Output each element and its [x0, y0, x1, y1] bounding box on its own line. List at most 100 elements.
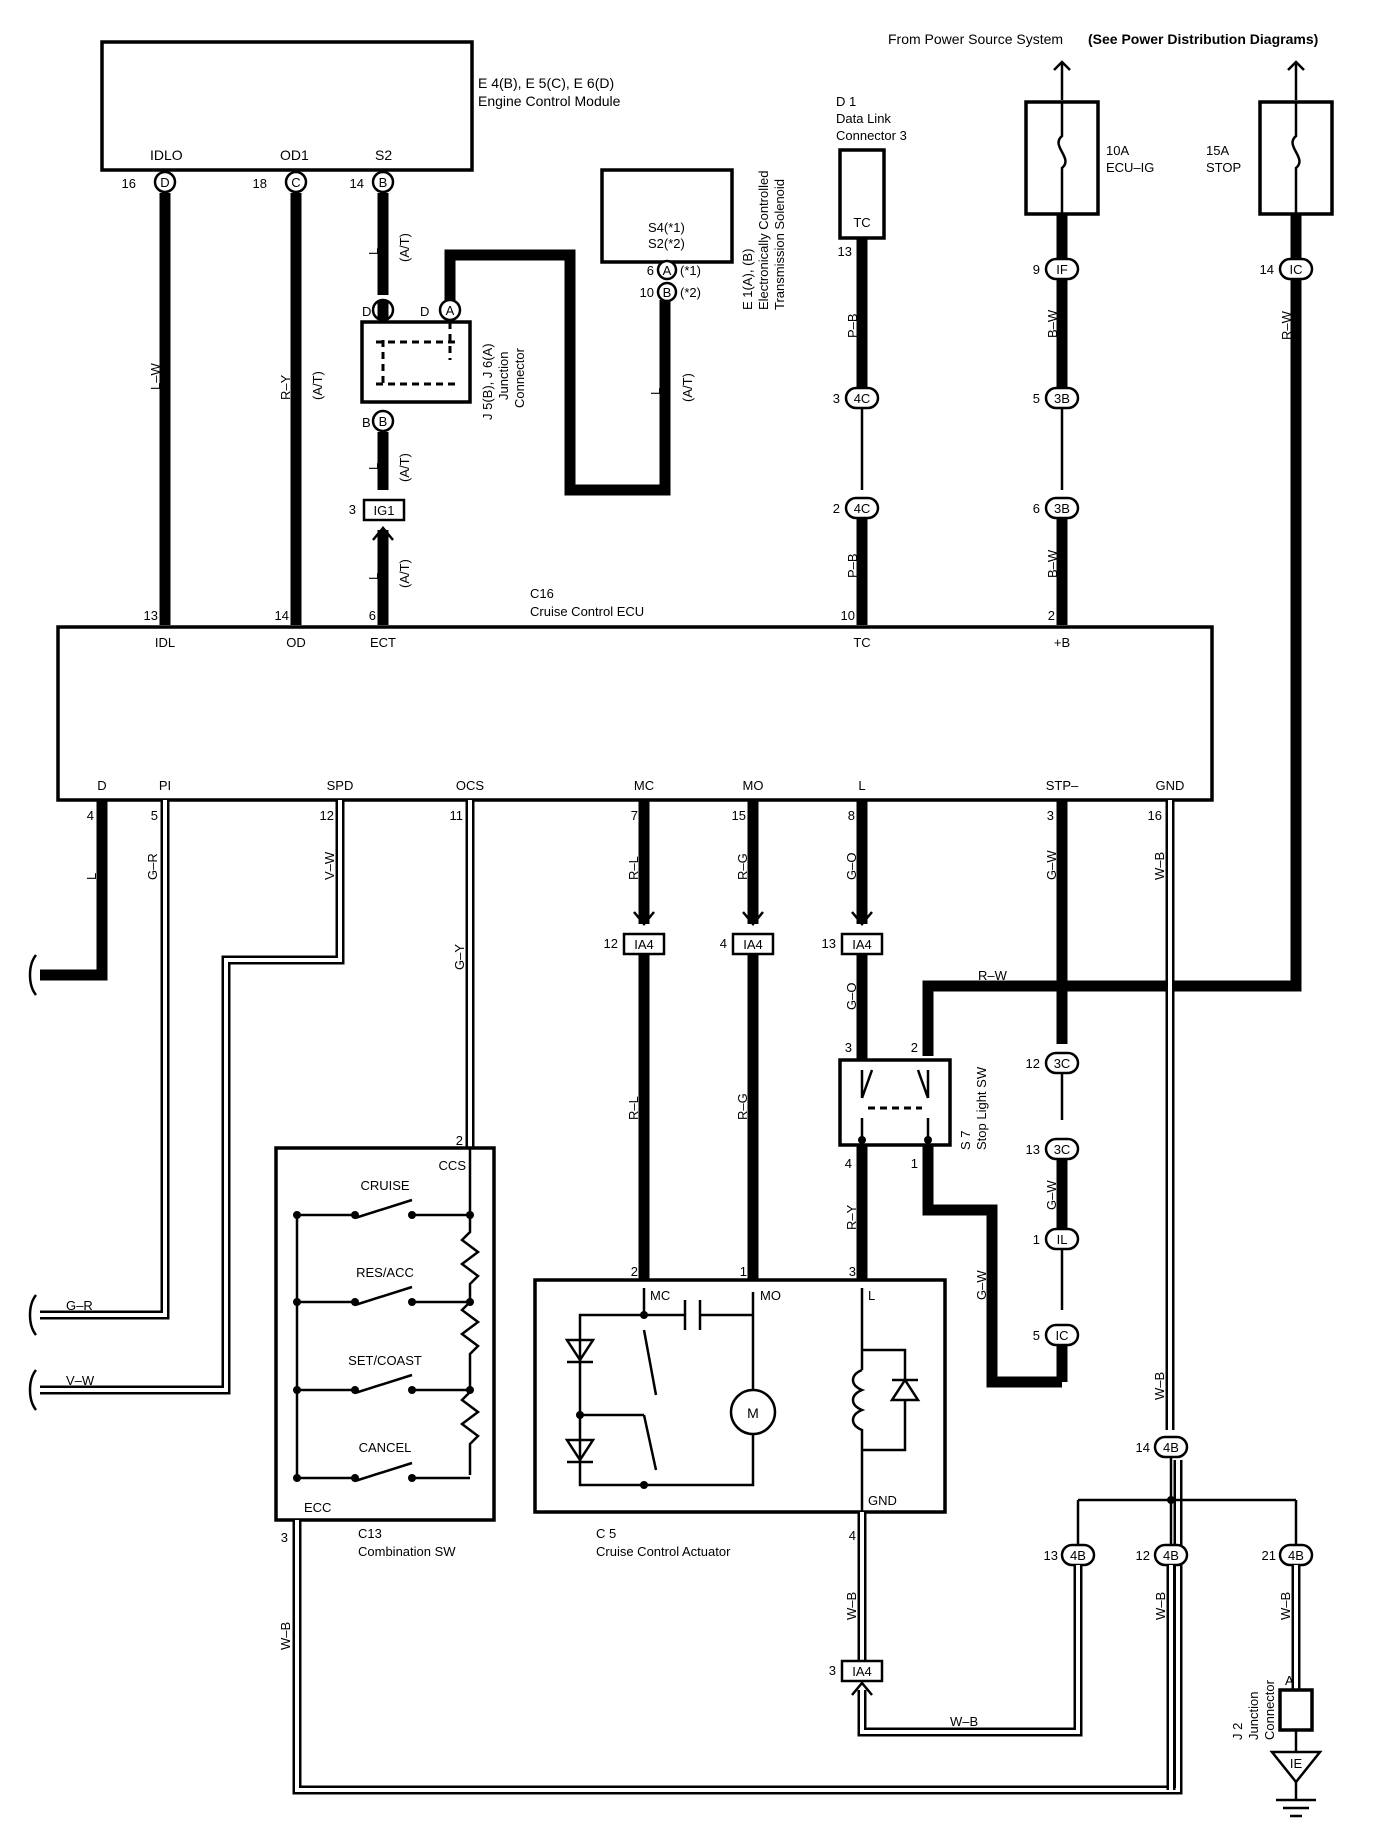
- solenoid-conn-b: 10 B (*2): [640, 281, 701, 303]
- conn-4b-13: 13 4B: [1044, 1543, 1096, 1567]
- switch-res-acc: [297, 1285, 470, 1307]
- actuator-pin-mo-num: 1: [740, 1264, 747, 1279]
- svg-text:12: 12: [1026, 1056, 1040, 1071]
- combo-sw-id: C13: [358, 1526, 382, 1541]
- solenoid-id: E 1(A), (B): [740, 249, 755, 310]
- svg-text:9: 9: [1033, 262, 1040, 277]
- svg-text:IF: IF: [1056, 262, 1068, 277]
- combo-sw-bottom-pin: 3: [281, 1530, 288, 1545]
- svg-text:D: D: [160, 175, 169, 190]
- svg-text:IC: IC: [1056, 1328, 1069, 1343]
- svg-text:J 5(B), J 6(A): J 5(B), J 6(A): [480, 343, 495, 420]
- conn-ic-5: 5 IC: [1033, 1323, 1080, 1347]
- actuator-pin-l: L: [868, 1288, 875, 1303]
- svg-text:3: 3: [833, 391, 840, 406]
- fuse-stop-arrow: [1287, 60, 1305, 71]
- wire-label-r-l-1: R–L: [626, 856, 641, 880]
- fuse-stop-name: STOP: [1206, 160, 1241, 175]
- svg-text:14: 14: [350, 176, 364, 191]
- wire-actuator-gnd-inner: [860, 1565, 1080, 1734]
- svg-text:1: 1: [1033, 1232, 1040, 1247]
- dlc-num: 13: [838, 244, 852, 259]
- dlc-pin: TC: [853, 215, 870, 230]
- svg-text:IG1: IG1: [374, 503, 395, 518]
- wire-label-w-b-2: W–B: [1152, 1372, 1167, 1400]
- wire-r-w: [922, 279, 1302, 1056]
- ecu-top-pin-tc: TC: [853, 635, 870, 650]
- ecu-bot-pin-pi: PI: [159, 778, 171, 793]
- wire-label-v-w-2: V–W: [66, 1373, 95, 1388]
- svg-text:3C: 3C: [1054, 1142, 1071, 1157]
- wire-label-b-w-2: B–W: [1045, 549, 1060, 578]
- svg-text:4B: 4B: [1070, 1548, 1086, 1563]
- fuse-stop-rating: 15A: [1206, 143, 1229, 158]
- power-source-prefix: From Power Source System: [888, 31, 1063, 47]
- svg-text:(*1): (*1): [680, 263, 701, 278]
- stop-sw-name: Stop Light SW: [974, 1066, 989, 1150]
- svg-text:3B: 3B: [1054, 501, 1070, 516]
- svg-text:IA4: IA4: [743, 937, 763, 952]
- svg-text:B: B: [379, 414, 388, 429]
- wire-j5-to-solenoid: [444, 249, 671, 496]
- wire-label-at-sol: (A/T): [680, 373, 695, 402]
- wire-actuator-gnd-outer: [857, 1565, 1083, 1737]
- svg-text:4: 4: [720, 936, 727, 951]
- conn-il: 1 IL: [1033, 1227, 1080, 1251]
- ecu-bot-num-l: 8: [848, 808, 855, 823]
- svg-text:13: 13: [1044, 1548, 1058, 1563]
- stop-sw-pin4: 4: [845, 1156, 852, 1171]
- svg-text:13: 13: [1026, 1142, 1040, 1157]
- fuse-ecu-arrow: [1053, 60, 1071, 71]
- wire-label-g-w-3: G–W: [974, 1270, 989, 1300]
- wire-label-g-w-1: G–W: [1044, 850, 1059, 880]
- dlc-id: D 1: [836, 94, 856, 109]
- ecm-pin-idlo: IDLO: [150, 147, 183, 163]
- ecu-bot-pin-spd: SPD: [327, 778, 354, 793]
- actuator-gnd-label: GND: [868, 1493, 897, 1508]
- ecu-id: C16: [530, 586, 554, 601]
- wire-stop-sw-out: [922, 1145, 1062, 1388]
- ecm-name: Engine Control Module: [478, 93, 621, 109]
- dlc-name-1: Data Link: [836, 111, 891, 126]
- wire-ecc-gnd-inner: [295, 1460, 1180, 1792]
- svg-text:6: 6: [1033, 501, 1040, 516]
- fuse-ecu-name: ECU–IG: [1106, 160, 1154, 175]
- j2-name-1: Junction: [1246, 1692, 1261, 1740]
- svg-text:3: 3: [349, 502, 356, 517]
- ecu-top-num-ect: 6: [369, 608, 376, 623]
- combo-sw-top-pin: 2: [456, 1133, 463, 1148]
- svg-text:IA4: IA4: [852, 1664, 872, 1679]
- stop-sw-box: [838, 1058, 952, 1147]
- combo-sw-bottom-label: ECC: [304, 1500, 331, 1515]
- actuator-pin-mo: MO: [760, 1288, 781, 1303]
- conn-ia4-mo: 4 IA4: [720, 911, 775, 956]
- ecu-bot-pin-mo: MO: [743, 778, 764, 793]
- solenoid-name-1: Electronically Controlled: [756, 171, 771, 310]
- ecu-top-num-b: 2: [1048, 608, 1055, 623]
- svg-text:2: 2: [833, 501, 840, 516]
- ecu-top-pin-od: OD: [286, 635, 306, 650]
- combo-sw-top-label: CCS: [439, 1158, 467, 1173]
- ecu-bot-num-gnd: 16: [1148, 808, 1162, 823]
- j2-pin: A: [1285, 1673, 1294, 1688]
- svg-text:6: 6: [647, 263, 654, 278]
- wire-label-p-b-1: P–B: [845, 313, 860, 338]
- conn-4c-top: 3 4C: [833, 386, 880, 410]
- j2-id: J 2: [1230, 1723, 1245, 1740]
- svg-text:18: 18: [253, 176, 267, 191]
- switch-cancel: [297, 1461, 470, 1483]
- svg-text:14: 14: [1260, 262, 1274, 277]
- svg-text:D: D: [420, 304, 429, 319]
- svg-text:Connector: Connector: [512, 347, 527, 408]
- switch-label-res-acc: RES/ACC: [356, 1265, 414, 1280]
- wire-label-w-b-ecc: W–B: [278, 1622, 293, 1650]
- svg-text:B: B: [362, 415, 371, 430]
- ecu-bot-pin-gnd: GND: [1156, 778, 1185, 793]
- j2-box: [1278, 1688, 1314, 1732]
- combo-sw-box: [274, 1146, 496, 1522]
- wire-label-l-3: L: [366, 573, 381, 580]
- wire-label-g-w-2: G–W: [1044, 1180, 1059, 1210]
- actuator-gnd-num: 4: [849, 1528, 856, 1543]
- junction-j5: D A D A B B J 5(B), J 6(A) Junction Conn…: [360, 298, 527, 433]
- capacitor-icon: [683, 1300, 702, 1330]
